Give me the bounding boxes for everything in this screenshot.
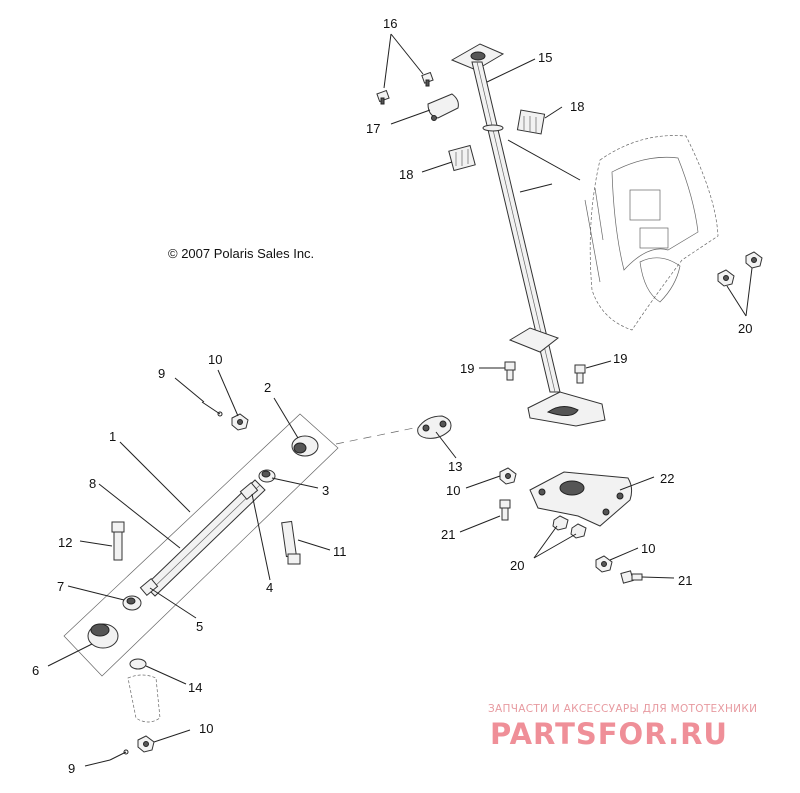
callout-6: 6 (32, 663, 39, 678)
callout-7: 7 (57, 579, 64, 594)
callout-16: 16 (383, 16, 397, 31)
callout-18-upper: 18 (570, 99, 584, 114)
callout-20-upper: 20 (738, 321, 752, 336)
leader-lines (47, 33, 753, 767)
copyright-text: © 2007 Polaris Sales Inc. (168, 246, 314, 261)
bolt-12 (111, 521, 125, 561)
bracket-22 (529, 471, 633, 527)
nut-10c (595, 555, 613, 573)
callout-5: 5 (196, 619, 203, 634)
watermark-tagline: ЗАПЧАСТИ И АКСЕССУАРЫ ДЛЯ МОТОТЕХНИКИ (488, 703, 757, 715)
callout-10-upper: 10 (208, 352, 222, 367)
callout-1: 1 (109, 429, 116, 444)
spindle-stub (127, 674, 161, 723)
bolt-19b (574, 364, 586, 384)
callout-19-right: 19 (613, 351, 627, 366)
steering-post-base (527, 391, 606, 427)
callout-15: 15 (538, 50, 552, 65)
bearing-6 (87, 623, 119, 649)
clip-18b (448, 144, 476, 172)
callout-9-bottom: 9 (68, 761, 75, 776)
callout-12: 12 (58, 535, 72, 550)
callout-2: 2 (264, 380, 271, 395)
callout-11: 11 (333, 544, 347, 559)
nut-10b (499, 467, 517, 485)
callout-14: 14 (188, 680, 202, 695)
bolt-21a (499, 499, 511, 521)
callout-10-bottom: 10 (199, 721, 213, 736)
bolt-21b (620, 570, 643, 584)
watermark-logo: PARTSFOR.RU (490, 717, 728, 751)
connector-line (335, 427, 415, 445)
rod-end-7 (122, 595, 142, 611)
callout-17: 17 (366, 121, 380, 136)
callout-labels: 16 15 17 18 18 20 19 19 9 10 2 1 13 3 8 … (32, 16, 752, 776)
callout-21-upper: 21 (441, 527, 455, 542)
callout-22: 22 (660, 471, 674, 486)
callout-13: 13 (448, 459, 462, 474)
bolt-11 (281, 520, 301, 565)
plate-13 (417, 415, 452, 439)
callout-9-upper: 9 (158, 366, 165, 381)
washer-14 (129, 658, 147, 670)
callout-3: 3 (322, 483, 329, 498)
nut-20a (745, 251, 763, 269)
screw-16a (421, 71, 434, 87)
callout-10-lower-right: 10 (641, 541, 655, 556)
rod-end-2 (291, 435, 319, 457)
callout-10-middle: 10 (446, 483, 460, 498)
dashboard-panel (584, 135, 719, 331)
nut-10d (137, 735, 155, 753)
callout-21-lower: 21 (678, 573, 692, 588)
watermark: ЗАПЧАСТИ И АКСЕССУАРЫ ДЛЯ МОТОТЕХНИКИ PA… (488, 703, 757, 751)
tie-rod (144, 479, 266, 597)
callout-19-left: 19 (460, 361, 474, 376)
rod-end-3 (258, 469, 276, 483)
clamp-bracket (427, 93, 459, 121)
callout-8: 8 (89, 476, 96, 491)
clip-18a (516, 109, 546, 135)
cotter-pin-9a (201, 401, 223, 417)
cotter-pin-9b (109, 749, 129, 761)
bolt-19a (504, 361, 516, 381)
callout-20-lower: 20 (510, 558, 524, 573)
steering-post-flange (450, 43, 505, 71)
assembly-outline (63, 413, 339, 677)
callout-4: 4 (266, 580, 273, 595)
jam-nut-5 (139, 577, 159, 597)
steering-post-tube (471, 61, 561, 393)
callout-18-lower: 18 (399, 167, 413, 182)
screw-16b (376, 89, 390, 105)
nut-10a (231, 413, 249, 431)
nut-20b (717, 269, 735, 287)
